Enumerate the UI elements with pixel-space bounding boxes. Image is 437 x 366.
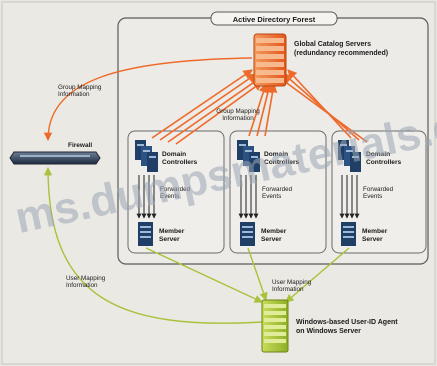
domain-controllers-label-2b: Controllers xyxy=(264,159,300,166)
forwarded-events-label-3b: Events xyxy=(363,193,382,200)
gc-label-1: Global Catalog Servers xyxy=(294,41,371,48)
group-mapping-left-1: Group Mapping xyxy=(58,84,102,91)
firewall-label: Firewall xyxy=(68,142,92,149)
domain-controllers-label-3b: Controllers xyxy=(366,159,402,166)
member-server-label-1b: Server xyxy=(159,236,180,243)
member-server-label-1a: Member xyxy=(159,228,185,235)
user-mapping-left-2: Information xyxy=(66,282,98,289)
domain-controllers-label-1a: Domain xyxy=(162,151,186,158)
forwarded-events-arrows xyxy=(339,175,360,219)
forwarded-events-arrows xyxy=(136,175,157,219)
forwarded-events-label-2a: Forwarded xyxy=(262,186,293,193)
global-catalog-server-icon xyxy=(253,33,287,87)
forwarded-events-label-3a: Forwarded xyxy=(363,186,394,193)
user-mapping-center-1: User Mapping xyxy=(272,279,312,286)
member-server-label-3a: Member xyxy=(362,228,388,235)
gc-label-2: (redundancy recommended) xyxy=(294,50,388,57)
forwarded-events-label-2b: Events xyxy=(262,193,281,200)
firewall-icon xyxy=(9,151,101,165)
member-server-icon xyxy=(240,222,255,246)
group-mapping-left-2: Information xyxy=(58,91,90,98)
user-id-agent-server-icon xyxy=(261,299,289,353)
member-server-label-3b: Server xyxy=(362,236,383,243)
member-to-agent-lines xyxy=(145,247,350,303)
forwarded-events-arrows xyxy=(238,175,259,219)
agent-label-2: on Windows Server xyxy=(296,328,361,335)
domain-controllers-label-2a: Domain xyxy=(264,151,288,158)
group-mapping-center-1: Group Mapping xyxy=(216,108,260,115)
group-mapping-center-2: Information xyxy=(222,115,254,122)
dc-to-gc-arrows xyxy=(151,69,368,145)
member-server-icon xyxy=(341,222,356,246)
domain-controllers-icon xyxy=(135,140,158,172)
domain-controllers-icon xyxy=(237,140,260,172)
forwarded-events-label-1b: Events xyxy=(160,193,179,200)
domain-controllers-icon xyxy=(338,140,361,172)
agent-label-1: Windows-based User-ID Agent xyxy=(296,319,398,326)
user-mapping-center-2: Information xyxy=(272,286,304,293)
user-mapping-left-1: User Mapping xyxy=(66,275,106,282)
forwarded-events-label-1a: Forwarded xyxy=(160,186,191,193)
agent-to-firewall-line xyxy=(43,166,263,324)
member-server-label-2a: Member xyxy=(261,228,287,235)
forest-title: Active Directory Forest xyxy=(233,15,316,24)
member-server-label-2b: Server xyxy=(261,236,282,243)
domain-controllers-label-3a: Domain xyxy=(366,151,390,158)
forest-title-tab xyxy=(210,11,338,26)
member-server-icon xyxy=(138,222,153,246)
gc-to-firewall-line xyxy=(43,57,253,142)
domain-controllers-label-1b: Controllers xyxy=(162,159,198,166)
